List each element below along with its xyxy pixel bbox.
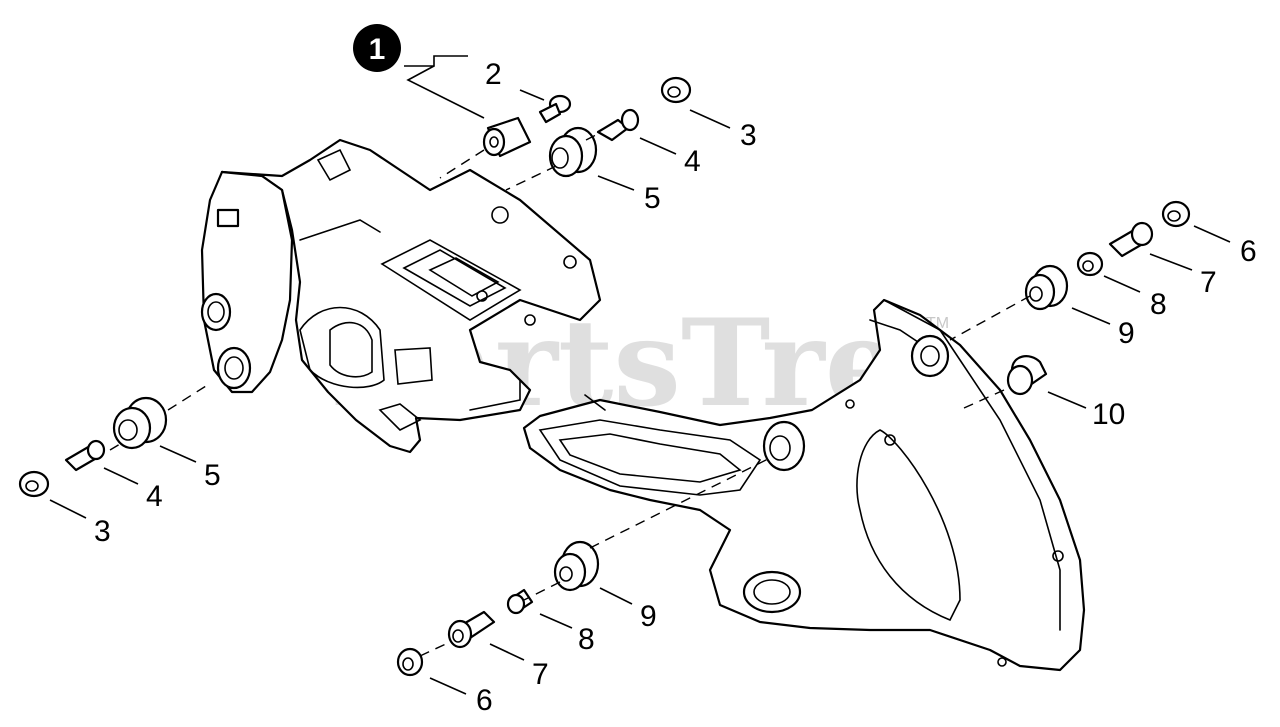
badge-circle — [353, 24, 401, 72]
collar-part-8-bottom — [506, 588, 534, 615]
bolt-near-part-2 — [538, 94, 572, 124]
callout-3-top: 3 — [740, 119, 757, 152]
callout-4-top: 4 — [684, 145, 701, 178]
reference-badge: 1 — [353, 24, 401, 72]
callout-7-right: 7 — [1200, 266, 1217, 299]
screw-part-4-left — [64, 439, 106, 472]
washer-part-6-bottom — [396, 647, 424, 677]
callout-7-bottom: 7 — [532, 658, 549, 691]
callout-numbers: 2 3 4 5 6 7 8 9 10 5 4 3 9 8 7 6 — [94, 58, 1257, 717]
callout-6-right: 6 — [1240, 235, 1257, 268]
callout-9-bottom: 9 — [640, 600, 657, 633]
callout-6-bottom: 6 — [476, 684, 493, 717]
leader-lines — [49, 55, 1231, 695]
callout-9-right: 9 — [1118, 317, 1135, 350]
bolt-part-7-bottom — [447, 610, 496, 649]
washer-part-6-right — [1161, 200, 1191, 228]
assembly-lines — [109, 133, 1031, 657]
callout-4-left: 4 — [146, 480, 163, 513]
grommet-part-5-left — [112, 396, 168, 450]
callout-5-left: 5 — [204, 459, 221, 492]
grommet-part-9-bottom — [553, 540, 600, 592]
callout-3-left: 3 — [94, 515, 111, 548]
tank-housing — [522, 298, 1086, 672]
bolt-part-7-right — [1108, 221, 1154, 258]
collar-part-8-right — [1076, 251, 1104, 277]
spacer-part-2 — [482, 116, 532, 158]
badge-label: 1 — [369, 33, 386, 66]
grommet-part-5-top — [548, 126, 598, 178]
callout-8-bottom: 8 — [578, 623, 595, 656]
screw-part-4-top — [596, 108, 640, 142]
grommet-part-9-right — [1024, 264, 1069, 311]
callout-2: 2 — [485, 58, 502, 91]
washer-part-3-left — [18, 470, 50, 498]
callout-10: 10 — [1092, 398, 1125, 431]
callout-5-top: 5 — [644, 182, 661, 215]
crankcase-housing — [200, 138, 602, 454]
washer-part-3-top — [660, 76, 692, 104]
callout-8-right: 8 — [1150, 288, 1167, 321]
bumper-part-10 — [1006, 355, 1048, 396]
